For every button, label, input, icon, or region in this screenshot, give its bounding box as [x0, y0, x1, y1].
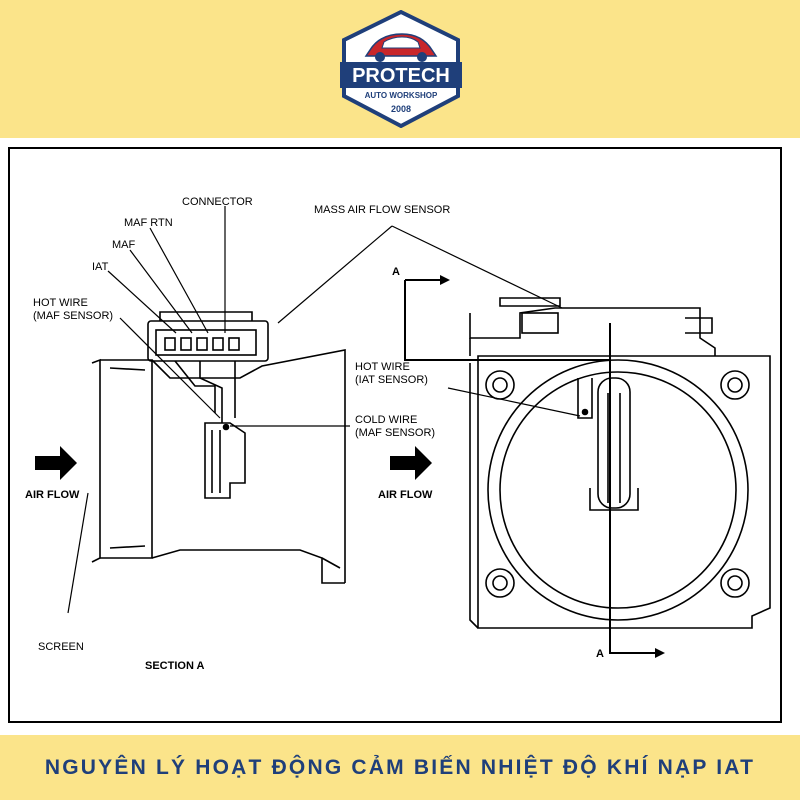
- maf-diagram: CONNECTOR MAF RTN MAF IAT HOT WIRE (MAF …: [0, 138, 800, 735]
- maf-front-view: [469, 297, 771, 629]
- logo-year: 2008: [391, 104, 411, 114]
- label-cold-wire-2: (MAF SENSOR): [355, 427, 435, 439]
- section-line-a: [404, 279, 655, 654]
- footer-title: NGUYÊN LÝ HOẠT ĐỘNG CẢM BIẾN NHIỆT ĐỘ KH…: [44, 755, 756, 779]
- label-cold-wire-1: COLD WIRE: [355, 414, 417, 426]
- logo-subtitle: AUTO WORKSHOP: [365, 91, 438, 100]
- label-hot-wire-maf-1: HOT WIRE: [33, 297, 88, 309]
- label-hot-wire-iat-2: (IAT SENSOR): [355, 374, 428, 386]
- car-icon: [364, 33, 438, 62]
- label-hot-wire-iat-1: HOT WIRE: [355, 361, 410, 373]
- label-screen: SCREEN: [38, 641, 84, 653]
- right-leader-lines: [391, 225, 581, 417]
- label-section-a: SECTION A: [145, 660, 205, 672]
- label-hot-wire-maf-2: (MAF SENSOR): [33, 310, 113, 322]
- label-iat: IAT: [92, 261, 109, 273]
- arrow-right-icon: [440, 275, 450, 285]
- arrow-right-icon: [655, 648, 665, 658]
- diagram-frame: [8, 147, 782, 723]
- label-air-flow-right: AIR FLOW: [378, 489, 433, 501]
- arrow-right-icon: [35, 446, 77, 480]
- protech-logo: PROTECH AUTO WORKSHOP 2008: [340, 9, 462, 129]
- label-air-flow-left: AIR FLOW: [25, 489, 80, 501]
- label-connector: CONNECTOR: [182, 196, 253, 208]
- arrow-right-icon: [390, 446, 432, 480]
- left-leader-lines: [67, 206, 393, 614]
- label-a-top: A: [392, 266, 400, 278]
- footer-banner: NGUYÊN LÝ HOẠT ĐỘNG CẢM BIẾN NHIỆT ĐỘ KH…: [0, 735, 800, 800]
- label-a-bottom: A: [596, 648, 604, 660]
- label-mass-air-flow-sensor: MASS AIR FLOW SENSOR: [314, 204, 450, 216]
- section-a-drawing: [91, 311, 346, 584]
- label-maf-rtn: MAF RTN: [124, 217, 173, 229]
- label-maf: MAF: [112, 239, 136, 251]
- logo-brand: PROTECH: [352, 65, 450, 87]
